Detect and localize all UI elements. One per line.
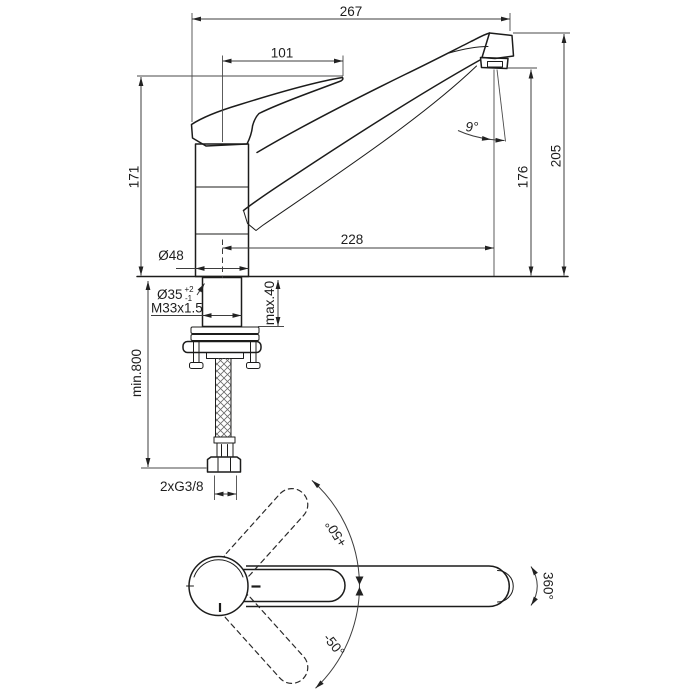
- dim-body-diameter: Ø48: [158, 248, 184, 263]
- dim-stream-angle: 9°: [466, 120, 480, 135]
- stud-foot-left: [189, 362, 204, 369]
- swivel-arc: [530, 566, 538, 606]
- hose-braid: [215, 358, 231, 437]
- top-body-circle: [188, 555, 249, 617]
- dim-overall-length: 267: [340, 4, 363, 19]
- swing-arc-marker-upper: [355, 576, 364, 585]
- handle-lever: [190, 76, 344, 147]
- dim-min-clearance: min.800: [129, 349, 144, 397]
- dim-handle-height: 171: [127, 166, 142, 189]
- spout: [242, 32, 515, 231]
- top-body-inner-arc: [193, 559, 244, 578]
- dim-hole-diameter: Ø35: [157, 287, 183, 302]
- dim-hole-tol-plus: +2: [185, 285, 195, 294]
- spout-highlight-line: [243, 65, 477, 231]
- aerator-inset: [487, 61, 503, 68]
- stud-foot-right: [246, 362, 261, 369]
- swing-arc-marker-lower: [355, 587, 364, 596]
- dim-handle-length: 101: [271, 46, 294, 61]
- hose-nut: [206, 456, 242, 473]
- dim-hose-threads: 2xG3/8: [160, 479, 204, 494]
- aerator: [479, 56, 509, 70]
- dim-hole-tol-minus: -1: [185, 294, 193, 303]
- dim-spout-reach: 228: [341, 232, 364, 247]
- spout-head: [481, 32, 515, 60]
- dim-spout-swivel: 360°: [541, 572, 556, 600]
- dim-total-height: 205: [549, 145, 564, 168]
- washer-1: [190, 326, 260, 334]
- washer-2: [190, 334, 260, 341]
- dim-shank-thread: M33x1.5: [151, 301, 203, 316]
- top-view: +50° -50° 360°: [186, 480, 556, 689]
- dim-max-deck-thickness: max.40: [262, 281, 277, 325]
- flexible-hose: [206, 358, 242, 473]
- stream-angle-geometry: [457, 69, 506, 276]
- dim-spout-outlet-height: 176: [516, 166, 531, 189]
- top-spout-inner-cap: [497, 570, 514, 603]
- side-view-dimensions: 267 101 171 205 176 228 9° Ø48 Ø35 +2 -1: [127, 4, 570, 500]
